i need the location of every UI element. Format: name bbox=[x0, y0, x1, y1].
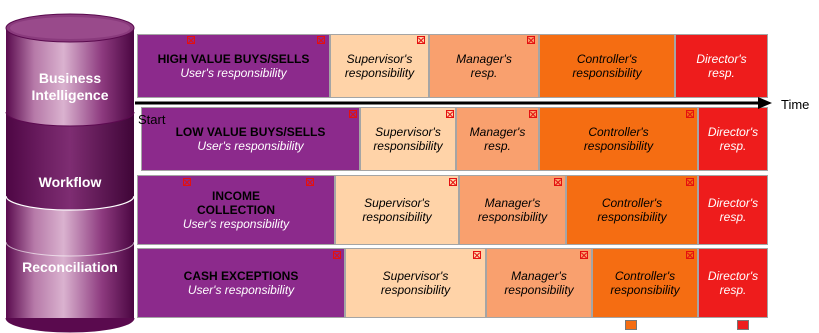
row-1-user-cell: HIGH VALUE BUYS/SELLS User's responsibil… bbox=[137, 34, 330, 98]
row-1-user-text: User's responsibility bbox=[180, 66, 287, 80]
row-4-director-cell: Director's resp. bbox=[698, 248, 768, 318]
cell-text: Supervisor's bbox=[375, 124, 441, 139]
row-3-manager-cell: Manager's responsibility bbox=[459, 175, 566, 245]
row-4-title: CASH EXCEPTIONS bbox=[183, 268, 299, 283]
row-3-director-cell: Director's resp. bbox=[698, 175, 768, 245]
cell-text: responsibility bbox=[362, 210, 432, 224]
checkbox-marker-icon bbox=[333, 251, 341, 259]
row-2-user-cell: LOW VALUE BUYS/SELLS User's responsibili… bbox=[141, 107, 360, 171]
cell-text: Director's bbox=[696, 51, 747, 66]
band-label-reconciliation: Reconciliation bbox=[22, 259, 118, 275]
cell-text: responsibility bbox=[373, 139, 443, 153]
cell-text: Supervisor's bbox=[382, 268, 449, 283]
row-1-title: HIGH VALUE BUYS/SELLS bbox=[157, 51, 310, 66]
row-4-controller-cell: Controller's responsibility bbox=[592, 248, 698, 318]
row-3-supervisor-cell: Supervisor's responsibility bbox=[335, 175, 459, 245]
row-3-controller-cell: Controller's responsibility bbox=[566, 175, 698, 245]
checkbox-marker-icon bbox=[580, 251, 588, 259]
row-2-user-text: User's responsibility bbox=[197, 139, 304, 153]
checkbox-marker-icon bbox=[686, 251, 694, 259]
row-2-supervisor-cell: Supervisor's responsibility bbox=[360, 107, 456, 171]
cell-text: Supervisor's bbox=[346, 51, 413, 66]
cell-text: responsibility bbox=[597, 210, 667, 224]
cell-text: responsibility bbox=[583, 139, 654, 153]
row-2-manager-cell: Manager's resp. bbox=[456, 107, 539, 171]
checkbox-marker-icon bbox=[686, 110, 694, 118]
checkbox-marker-icon bbox=[473, 251, 481, 259]
row-1-director-cell: Director's resp. bbox=[675, 34, 768, 98]
cell-text: responsibility bbox=[344, 66, 415, 80]
cylinder-band-workflow bbox=[6, 112, 134, 210]
cell-text: Manager's bbox=[511, 268, 567, 283]
cell-text: Supervisor's bbox=[364, 195, 430, 210]
checkbox-marker-icon bbox=[183, 178, 191, 186]
band-label-workflow: Workflow bbox=[38, 174, 102, 190]
row-1-supervisor-cell: Supervisor's responsibility bbox=[330, 34, 429, 98]
cell-text: Manager's bbox=[456, 51, 512, 66]
checkbox-marker-icon bbox=[306, 178, 314, 186]
checkbox-marker-icon bbox=[446, 110, 454, 118]
cell-text: Controller's bbox=[588, 124, 649, 139]
row-4-user-cell: CASH EXCEPTIONS User's responsibility bbox=[137, 248, 345, 318]
row-4-user-text: User's responsibility bbox=[187, 283, 295, 297]
time-label: Time bbox=[781, 97, 810, 112]
checkbox-marker-icon bbox=[349, 110, 357, 118]
cell-text: resp. bbox=[484, 139, 511, 153]
cell-text: resp. bbox=[470, 66, 498, 80]
row-2-controller-cell: Controller's responsibility bbox=[539, 107, 698, 171]
row-2-title: LOW VALUE BUYS/SELLS bbox=[175, 124, 326, 139]
checkbox-marker-icon bbox=[187, 36, 195, 44]
checkbox-marker-icon bbox=[686, 178, 694, 186]
checkbox-marker-icon bbox=[417, 36, 425, 44]
cell-text: Controller's bbox=[601, 195, 663, 210]
row-4-manager-cell: Manager's responsibility bbox=[486, 248, 592, 318]
checkbox-marker-icon bbox=[529, 110, 537, 118]
checkbox-marker-icon bbox=[554, 178, 562, 186]
cell-text: responsibility bbox=[504, 283, 574, 297]
start-label: Start bbox=[138, 112, 166, 127]
cell-text: responsibility bbox=[572, 66, 642, 80]
cell-text: resp. bbox=[719, 139, 747, 153]
cell-text: Director's bbox=[707, 268, 759, 283]
cell-text: responsibility bbox=[380, 283, 451, 297]
legend-swatch-controller bbox=[625, 320, 637, 330]
cell-text: resp. bbox=[719, 210, 747, 224]
cell-text: responsibility bbox=[610, 283, 680, 297]
cell-text: resp. bbox=[719, 283, 747, 297]
row-3-user-cell: INCOME COLLECTION User's responsibility bbox=[137, 175, 335, 245]
row-3-title: INCOME COLLECTION bbox=[197, 188, 275, 217]
legend-swatch-director bbox=[737, 320, 749, 330]
row-4-supervisor-cell: Supervisor's responsibility bbox=[345, 248, 486, 318]
checkbox-marker-icon bbox=[527, 36, 535, 44]
band-label-business-intelligence: Business Intelligence bbox=[31, 70, 109, 103]
checkbox-marker-icon bbox=[449, 178, 457, 186]
checkbox-marker-icon bbox=[317, 36, 325, 44]
row-3-user-text: User's responsibility bbox=[182, 217, 290, 232]
cell-text: Controller's bbox=[576, 51, 638, 66]
row-1-controller-cell: Controller's responsibility bbox=[539, 34, 675, 98]
cell-text: Director's bbox=[707, 124, 759, 139]
row-1-manager-cell: Manager's resp. bbox=[429, 34, 539, 98]
cell-text: Controller's bbox=[614, 268, 676, 283]
cell-text: Manager's bbox=[484, 195, 541, 210]
cell-text: responsibility bbox=[477, 210, 548, 224]
cell-text: resp. bbox=[708, 66, 735, 80]
cell-text: Director's bbox=[707, 195, 759, 210]
cell-text: Manager's bbox=[469, 124, 526, 139]
row-2-director-cell: Director's resp. bbox=[698, 107, 768, 171]
